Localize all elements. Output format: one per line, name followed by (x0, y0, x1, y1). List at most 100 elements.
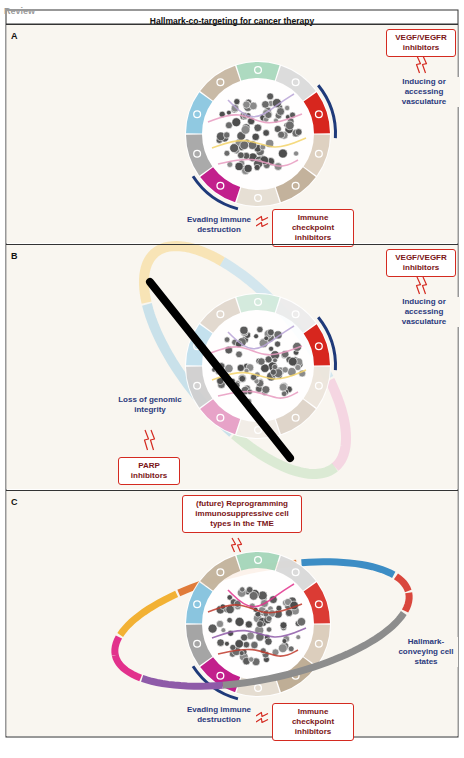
stromal-streak (228, 94, 294, 117)
hallmark-label-wrap: Evading immune destruction (182, 215, 256, 236)
bolt-stroke (256, 223, 268, 227)
lightning-bolt (145, 430, 155, 450)
hallmark-segment (276, 399, 316, 434)
drug-name: VEGF/VEGFR inhibitors (390, 253, 452, 273)
lightning-bolt (232, 538, 242, 552)
stromal-streak (218, 649, 298, 656)
tumor-cell (254, 334, 259, 339)
panel-ground (7, 25, 458, 244)
tumor-cell (277, 108, 285, 116)
drug-box: VEGF/VEGFR inhibitors (386, 29, 456, 57)
tumor-cell (224, 337, 230, 343)
tumor-cell (295, 129, 302, 136)
cell-state-band (330, 380, 346, 467)
tumor-cell (240, 326, 248, 334)
stromal-streak (218, 159, 298, 166)
hallmark-icon (292, 79, 299, 86)
drug-name: Immune checkpoint inhibitors (276, 213, 350, 243)
hallmark-segment (304, 367, 330, 408)
hallmark-label: Evading immune destruction (182, 215, 256, 235)
hallmark-icon (255, 685, 262, 692)
stromal-streak (208, 346, 302, 355)
drug-name: (future) Reprogramming immunosuppressive… (186, 499, 298, 529)
tumor-cell (238, 152, 245, 159)
tumor-cell (254, 164, 260, 170)
drug-name: PARP inhibitors (122, 461, 176, 481)
tumor-cell (267, 93, 274, 100)
hallmark-segment (236, 552, 279, 571)
hallmark-icon (292, 311, 299, 318)
hallmark-label: Inducing or accessing vasculature (388, 77, 460, 107)
hallmark-icon (315, 111, 322, 118)
hallmark-label: Hallmark-conveying cell states (394, 637, 458, 667)
tumor-cell (273, 358, 278, 363)
hallmark-segment (304, 135, 330, 176)
tumor-cell (236, 351, 243, 358)
hallmark-icon (194, 382, 201, 389)
tumor-cell (231, 104, 239, 112)
journal-tag: Review (4, 0, 35, 18)
hallmark-label-wrap: Inducing or accessing vasculature (388, 77, 460, 108)
tumor-cell (257, 621, 264, 628)
hallmark-segment (236, 187, 279, 206)
bolt-stroke (417, 56, 421, 73)
hallmark-segment (276, 298, 316, 333)
cell-state-ring (144, 246, 346, 474)
hallmark-segment (200, 399, 240, 434)
drug-name: VEGF/VEGFR inhibitors (390, 33, 452, 53)
hallmark-icon (255, 427, 262, 434)
cell-state-band (142, 678, 222, 686)
tumor-cell (224, 132, 230, 138)
figure-title: Hallmark-co-targeting for cancer therapy (150, 14, 314, 28)
lightning-bolt (256, 713, 268, 723)
tumor-cell (297, 618, 305, 626)
hallmark-segment (200, 66, 240, 101)
hallmark-icon (194, 111, 201, 118)
bolt-stroke (232, 538, 236, 552)
hallmark-icon (255, 299, 262, 306)
tumor-cell (279, 383, 287, 391)
hallmark-segment (236, 294, 279, 313)
cell-state-band (301, 562, 393, 575)
lightning-bolt (256, 217, 268, 227)
tumor-cell (263, 130, 270, 137)
stromal-streak (228, 326, 294, 349)
stromal-streak (228, 584, 294, 607)
hallmark-segment (186, 92, 212, 133)
cell-state-band (120, 594, 176, 635)
tumor-cell (230, 144, 239, 153)
lightning-bolt (417, 56, 427, 73)
hallmark-icon (292, 182, 299, 189)
tumor-cell (278, 149, 287, 158)
hallmark-icon (217, 182, 224, 189)
tumor-cells (208, 587, 306, 666)
tumor-cells (216, 93, 302, 175)
highlight-arc (317, 316, 337, 370)
bolt-stroke (256, 713, 268, 717)
panel-letter: A (11, 31, 18, 41)
bolt-stroke (417, 277, 421, 294)
tumor-cell (257, 326, 263, 332)
tumor-cell (281, 391, 287, 397)
tumor-cell (288, 357, 297, 366)
tumor-cell (280, 622, 287, 629)
tumor-cell (278, 644, 287, 653)
stromal-streak (212, 628, 306, 638)
tumor-cell (296, 635, 301, 640)
hallmark-icon (315, 150, 322, 157)
hallmark-icon (315, 601, 322, 608)
highlight-arc (192, 175, 239, 210)
hallmark-segment (276, 66, 316, 101)
hallmark-icon (217, 569, 224, 576)
tumor-cell (221, 628, 226, 633)
tumor-cell (258, 358, 265, 365)
bolt-stroke (151, 430, 155, 450)
drug-box: Immune checkpoint inhibitors (272, 209, 354, 247)
bolt-stroke (256, 217, 268, 221)
hallmark-icon (194, 150, 201, 157)
lightning-bolt (417, 277, 427, 294)
tumor-cell (245, 621, 252, 628)
hallmark-segment (186, 367, 212, 408)
cell-state-band (405, 593, 409, 611)
panel-ground (7, 491, 458, 737)
